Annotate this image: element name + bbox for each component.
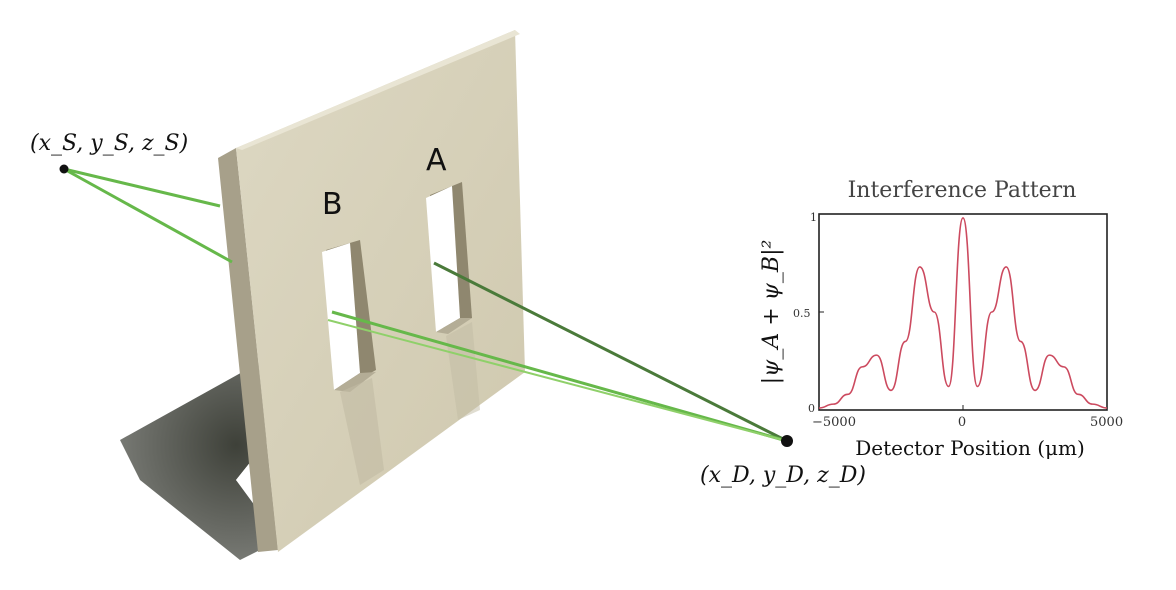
slit-b	[322, 240, 376, 392]
y-axis-label: |ψ_A + ψ_B|²	[759, 240, 784, 385]
wall-side-face	[218, 148, 278, 552]
x-tick-left: −5000	[812, 415, 856, 430]
source-label: (x_S, y_S, z_S)	[30, 131, 188, 156]
interference-curve	[818, 217, 1108, 409]
ray-b-to-detector	[331, 310, 788, 443]
wall-front-face	[236, 30, 525, 552]
source-point	[59, 164, 69, 174]
x-tick-center: 0	[958, 415, 966, 430]
interference-plot: Interference Pattern −5000 0 5000 0 0.5 …	[759, 178, 1123, 460]
slit-a	[426, 182, 472, 334]
ray-source-to-b	[63, 167, 233, 264]
y-tick-half: 0.5	[793, 307, 811, 320]
y-tick-one: 1	[810, 211, 817, 224]
x-tick-right: 5000	[1090, 415, 1123, 430]
ray-a-to-detector	[433, 261, 788, 443]
detector-label: (x_D, y_D, z_D)	[700, 463, 866, 488]
slit-wall	[218, 30, 525, 552]
plot-title: Interference Pattern	[848, 178, 1077, 203]
slit-a-label: A	[426, 143, 447, 178]
x-axis-label: Detector Position (μm)	[855, 436, 1085, 460]
y-tick-zero: 0	[808, 402, 815, 415]
ray-paths	[63, 167, 788, 443]
detector-point	[781, 435, 793, 447]
slit-b-label: B	[322, 187, 343, 222]
ray-source-to-a	[63, 167, 221, 208]
plot-frame	[818, 213, 1108, 411]
